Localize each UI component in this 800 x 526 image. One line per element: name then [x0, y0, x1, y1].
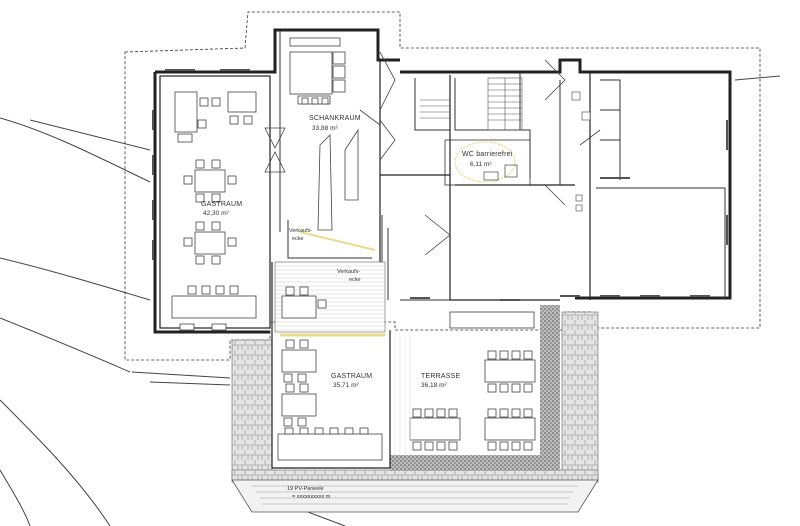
gastraum-left-name: GASTRAUM — [201, 201, 242, 208]
wc-name: WC barrierefrei — [462, 151, 513, 158]
verkaufsecke-top-line2: ecke — [292, 236, 304, 242]
outer-walls — [153, 28, 732, 334]
terrain-lines — [0, 75, 781, 526]
schankraum-name: SCHANKRAUM — [309, 115, 361, 122]
gastraum-center-name: GASTRAUM — [331, 373, 372, 380]
terrace-furniture — [409, 311, 536, 451]
staircase — [420, 77, 523, 131]
contour-line — [0, 317, 131, 373]
wc-area: 6,11 m² — [470, 161, 492, 168]
gravel-strip — [390, 455, 560, 471]
verkaufsecke-bottom-line2: ecke — [349, 277, 361, 283]
stone-paving — [231, 311, 599, 483]
left-dining-furniture — [171, 91, 257, 331]
gastraum-center-area: 35,71 m² — [333, 382, 359, 389]
center-dining-furniture — [277, 286, 383, 461]
terrace-deck — [394, 335, 411, 455]
pv-note-line1: 19 PV-Paneele — [287, 486, 324, 492]
contour-line — [0, 257, 151, 301]
verkaufsecke-bottom-line1: Verkaufs- — [337, 269, 360, 275]
contour-line — [734, 75, 781, 81]
contour-line — [0, 469, 31, 526]
pv-note-line2: = xxxxxxxxxx m — [292, 494, 331, 500]
verkaufsecke-top-line1: Verkaufs- — [289, 228, 312, 234]
wc-room — [444, 139, 531, 186]
bar-counter — [289, 37, 359, 231]
glass-line — [299, 231, 376, 251]
gravel-strip — [540, 305, 560, 470]
pv-panel-roof — [231, 479, 599, 513]
contour-line — [131, 371, 231, 379]
windows — [152, 69, 728, 301]
contour-line — [0, 117, 151, 183]
small-elements — [571, 91, 591, 212]
terrasse-area: 36,18 m² — [421, 382, 447, 389]
schankraum-area: 33,88 m² — [312, 125, 338, 132]
terrasse-name: TERRASSE — [421, 373, 460, 380]
contour-line — [149, 381, 231, 386]
door-swings — [264, 51, 601, 256]
gastraum-left-area: 42,30 m² — [203, 210, 229, 217]
contour-line — [0, 399, 111, 526]
contour-line — [29, 119, 151, 151]
